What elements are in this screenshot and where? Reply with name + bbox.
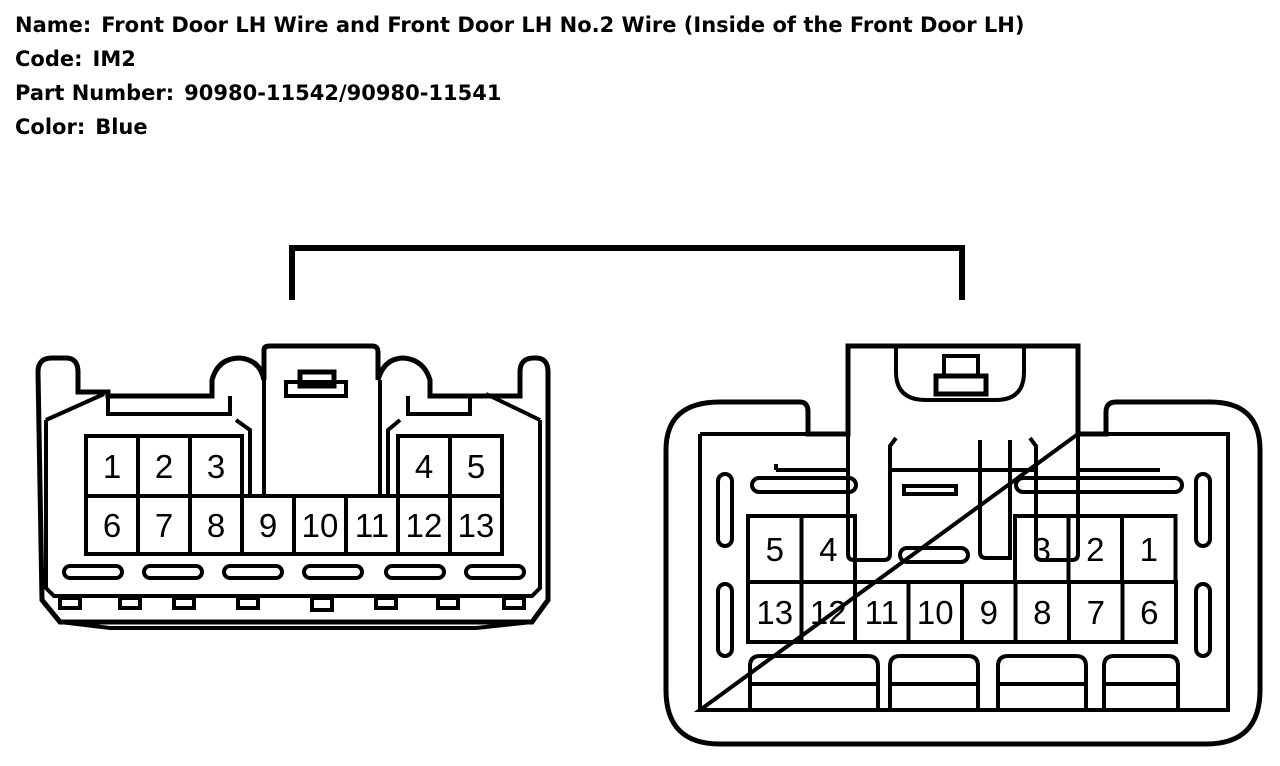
- right-pin-label: 3: [1033, 531, 1051, 568]
- code-line: Code: IM2: [15, 42, 1024, 76]
- left-pin-label: 13: [458, 507, 495, 544]
- code-value: IM2: [92, 47, 136, 71]
- right-pin-label: 5: [766, 531, 784, 568]
- left-pin-label: 10: [302, 507, 339, 544]
- left-pin-label: 5: [467, 448, 485, 485]
- left-pin-cell: [448, 494, 504, 556]
- connector-info: Name: Front Door LH Wire and Front Door L…: [15, 8, 1024, 144]
- part-number-line: Part Number: 90980-11542/90980-11541: [15, 76, 1024, 110]
- left-pin-label: 11: [355, 507, 389, 544]
- right-pin-label: 4: [819, 531, 837, 568]
- left-pin-label: 9: [259, 507, 277, 544]
- left-pin-label: 3: [207, 448, 225, 485]
- part-number-label: Part Number:: [15, 81, 175, 105]
- right-pin-label: 1: [1140, 531, 1158, 568]
- name-value: Front Door LH Wire and Front Door LH No.…: [101, 13, 1025, 37]
- color-line: Color: Blue: [15, 110, 1024, 144]
- right-pin-label: 9: [980, 594, 998, 631]
- connector-right-body: [663, 343, 1263, 747]
- right-pin-label: 6: [1140, 594, 1158, 631]
- left-pin-label: 4: [415, 448, 433, 485]
- left-pin-label: 7: [155, 507, 173, 544]
- right-pin-label: 12: [810, 594, 847, 631]
- part-number-value: 90980-11542/90980-11541: [184, 81, 502, 105]
- left-pin-label: 6: [103, 507, 121, 544]
- mating-bracket: [289, 245, 965, 300]
- right-pin-label: 7: [1087, 594, 1105, 631]
- right-pin-label: 13: [756, 594, 793, 631]
- color-value: Blue: [95, 115, 148, 139]
- color-label: Color:: [15, 115, 86, 139]
- right-pin-label: 8: [1033, 594, 1051, 631]
- code-label: Code:: [15, 47, 83, 71]
- connector-left-body: [35, 343, 551, 630]
- name-line: Name: Front Door LH Wire and Front Door L…: [15, 8, 1024, 42]
- right-pin-cell: [1120, 580, 1178, 644]
- right-pin-label: 11: [865, 594, 899, 631]
- left-pin-label: 2: [155, 448, 173, 485]
- right-pin-label: 10: [917, 594, 954, 631]
- left-pin-label: 1: [103, 448, 121, 485]
- right-pin-label: 2: [1086, 531, 1104, 568]
- left-pin-label: 8: [207, 507, 225, 544]
- left-pin-label: 12: [406, 507, 443, 544]
- name-label: Name:: [15, 13, 92, 37]
